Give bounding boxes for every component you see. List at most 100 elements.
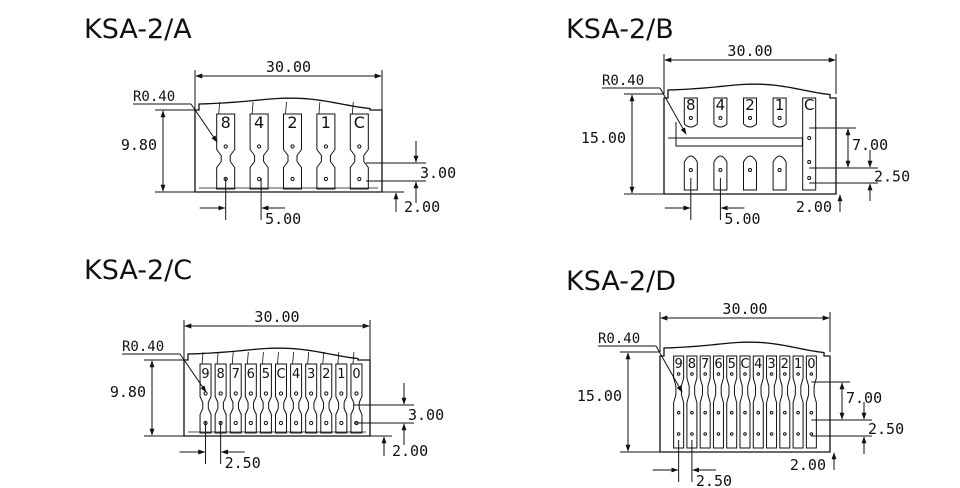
pin-label: 4 [254,113,264,132]
contact [805,355,817,449]
width-label: 30.00 [254,308,299,326]
contact-hole [807,176,812,180]
contact-hole [729,410,734,415]
pin-label: 1 [321,113,331,132]
pin-label: 6 [247,367,255,382]
upper-contact [713,97,728,128]
contact [320,363,333,434]
small-gap-label: 2.50 [874,168,910,186]
contact-lead [201,351,204,365]
pin-label: 0 [807,357,815,372]
pin-label: 2 [287,113,297,132]
contact-hole-upper [263,391,269,396]
contact [316,113,336,190]
contact-hole [688,168,693,172]
pin-label: 5 [262,367,270,382]
contact-hole [809,432,814,436]
pin-label: 3 [767,357,775,372]
pin-label: C [354,113,365,132]
pin-label: C [804,96,814,114]
contact-lead [231,351,234,365]
pin-label: 4 [716,96,726,114]
pin-label: 7 [701,357,709,372]
contact [712,355,724,449]
contact [686,355,698,449]
body-outline [183,347,371,437]
contact-hole [676,432,681,436]
radius-leader [190,103,218,143]
contact-hole-lower [290,176,295,182]
gap-label: 7.00 [852,136,888,154]
contact-hole [716,372,721,376]
contact-hole-upper [233,391,238,396]
contact-lead [318,101,321,115]
contact-hole-lower [339,420,344,426]
pin-label: 9 [674,357,682,372]
contact-hole [807,136,812,140]
pin-label: 8 [216,367,224,382]
upper-contact [683,97,698,128]
pin-label: 1 [775,96,785,114]
contact [275,363,287,434]
contact-hole-upper [357,144,362,149]
contact [699,355,711,449]
pin-label: 5 [728,357,736,372]
title-ksa-2c: KSA-2/C [84,255,193,286]
gap-label: 3.00 [408,406,444,424]
pin-label: 4 [754,357,762,372]
contact-hole-lower [293,420,299,426]
contact [199,363,212,434]
contact [766,355,778,449]
contact [350,363,363,434]
radius-leader [655,345,683,393]
contact-hole [783,372,787,376]
offset-label: 2.00 [392,442,428,460]
contact [792,355,804,449]
title-ksa-2d: KSA-2/D [566,266,677,297]
contact-hole-upper [339,391,344,396]
width-label: 30.00 [727,42,772,60]
contact [752,355,764,449]
contact [259,363,272,434]
contact-hole [743,410,747,415]
contact-hole [743,372,747,376]
pin-label: 2 [322,367,330,382]
contact [283,113,302,190]
width-label: 30.00 [722,300,767,318]
contact-hole [777,116,782,120]
contact [249,113,269,190]
pin-label: 8 [688,357,696,372]
contact-lead [277,351,279,365]
pin-label: 2 [781,357,789,372]
contact-hole [676,372,681,376]
pin-label: 2 [745,96,755,114]
contact-hole-upper [293,391,299,396]
title-ksa-2b: KSA-2/B [566,14,674,45]
contact-hole [769,410,774,415]
lower-contact [683,155,698,191]
contact [726,355,738,449]
pin-label: 0 [352,367,360,382]
gap-label: 3.00 [420,164,456,182]
pin-label: C [276,367,285,382]
contact-hole [807,160,812,164]
contact-hole [769,432,774,436]
pitch-label: 2.50 [696,472,732,488]
pin-label: 6 [714,357,722,372]
gap-label: 7.00 [846,389,882,407]
contact-hole [703,410,707,415]
contact-hole-lower [278,420,284,426]
height-label: 15.00 [581,129,626,147]
body-outline [663,83,837,195]
width-label: 30.00 [266,58,311,76]
contact-hole [716,410,721,415]
contact-hole [718,168,723,172]
contact-hole [703,372,707,376]
lower-contact [743,155,757,191]
body-outline [659,341,831,453]
